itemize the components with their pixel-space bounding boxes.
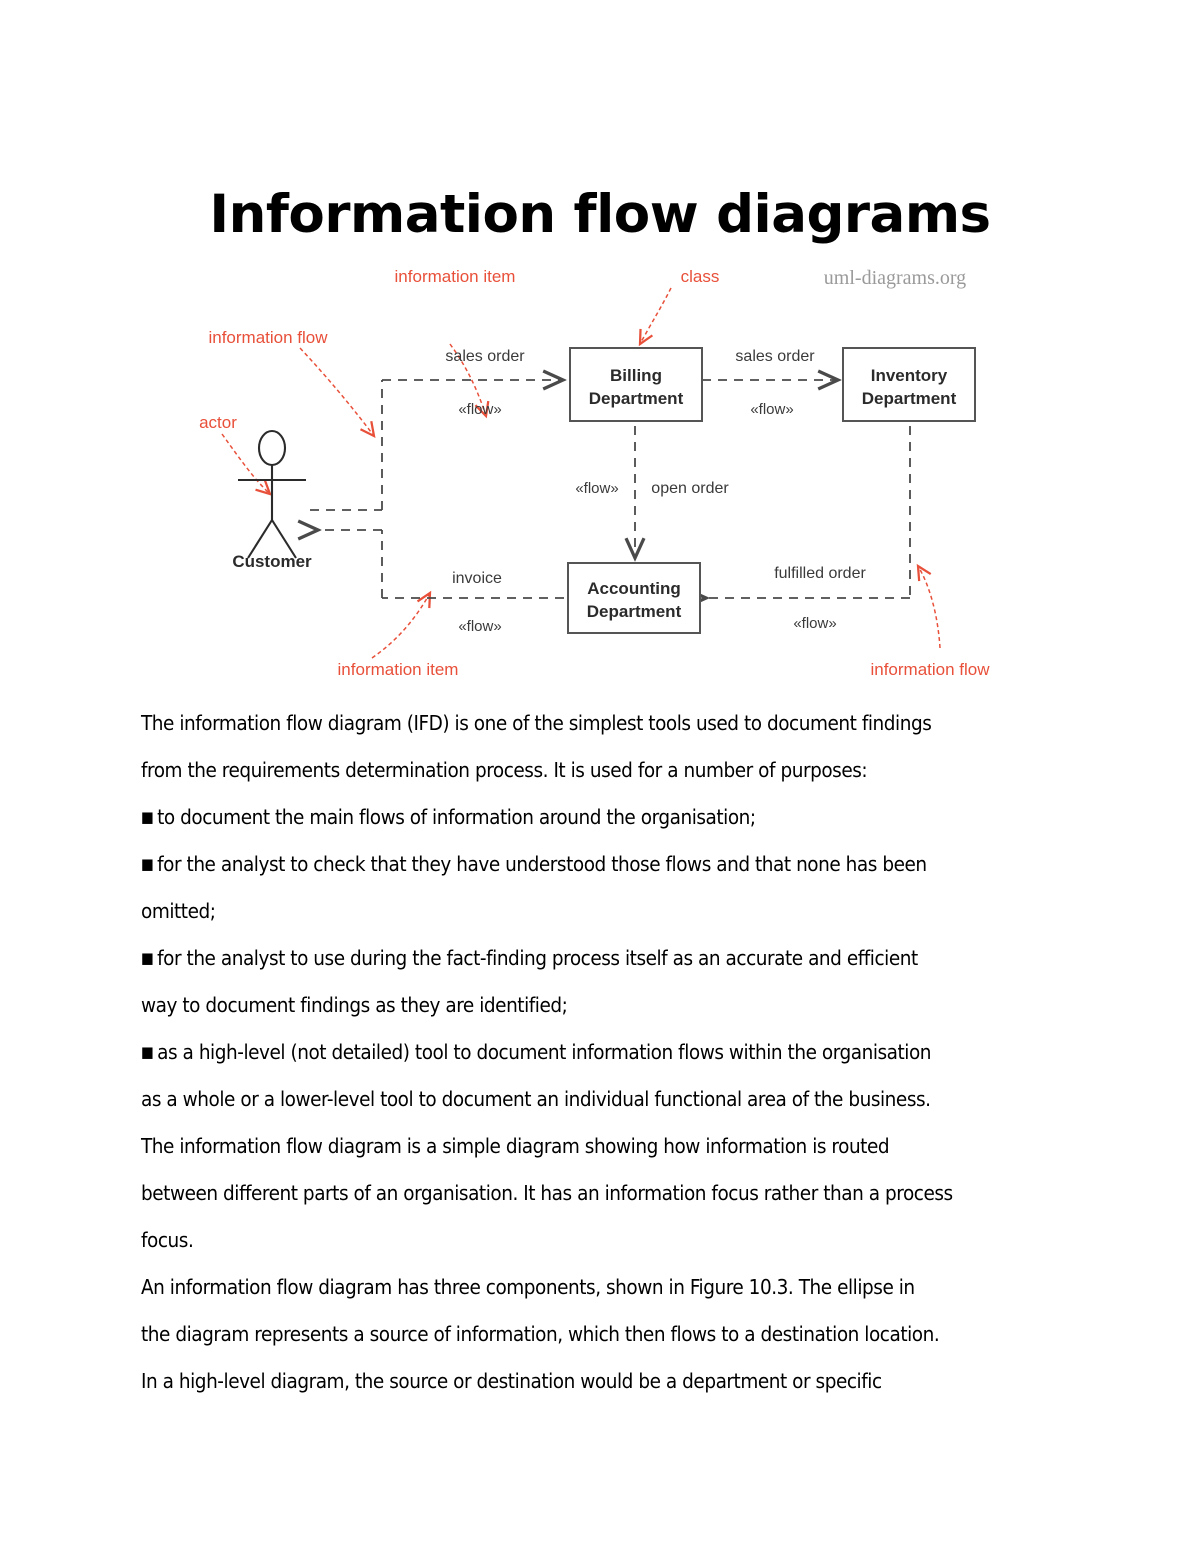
- information-flow-diagram-figure: Billing Department Inventory Department …: [150, 248, 1050, 688]
- flow-label-invoice: invoice: [452, 570, 502, 587]
- flow-label-open-order: open order: [651, 480, 729, 497]
- annotation-actor: actor: [199, 413, 237, 432]
- actor-customer: [238, 429, 306, 559]
- annotation-leaders: [221, 287, 941, 659]
- flow-label-sales-order-inventory: sales order: [735, 348, 815, 365]
- flow-label-sales-order-billing: sales order: [445, 348, 525, 365]
- leader-class: [638, 287, 672, 347]
- leader-information-item-bottom: [371, 590, 432, 659]
- leader-actor: [221, 433, 272, 496]
- flow-stereotype-sales-order-billing: «flow»: [458, 401, 501, 418]
- paragraph-line: the diagram represents a source of infor…: [141, 1322, 940, 1346]
- bullet-item: for the analyst to use during the fact-f…: [141, 935, 1031, 982]
- body-content: The information flow diagram (IFD) is on…: [141, 700, 1031, 1405]
- class-box-inventory: [842, 347, 976, 422]
- paragraph-line: between different parts of an organisati…: [141, 1181, 953, 1205]
- actor-leg-left: [247, 519, 273, 559]
- page-title: Information flow diagrams: [209, 183, 991, 245]
- flow-stereotype-open-order: «flow»: [575, 480, 618, 497]
- bullet-item: as a high-level (not detailed) tool to d…: [141, 1029, 1031, 1076]
- leader-information-flow-left: [299, 347, 376, 439]
- leader-information-flow-right: [916, 563, 941, 649]
- paragraph-line: The information flow diagram (IFD) is on…: [141, 711, 932, 735]
- paragraph-line: An information flow diagram has three co…: [141, 1275, 915, 1299]
- actor-head: [257, 429, 287, 467]
- flow-connectors: [310, 380, 911, 598]
- flow-label-fulfilled-order: fulfilled order: [774, 565, 866, 582]
- billing-label-line1: Billing: [610, 366, 662, 385]
- watermark: uml-diagrams.org: [824, 267, 966, 289]
- annotation-information-item-top: information item: [395, 267, 516, 286]
- annotation-information-flow-right: information flow: [870, 660, 990, 679]
- class-box-billing: [569, 347, 703, 422]
- paragraph-line: from the requirements determination proc…: [141, 758, 868, 782]
- accounting-label-line2: Department: [587, 602, 682, 621]
- inventory-label-line2: Department: [862, 389, 957, 408]
- paragraph-line: way to document findings as they are ide…: [141, 993, 568, 1017]
- accounting-label-line1: Accounting: [587, 579, 681, 598]
- annotation-class: class: [681, 267, 720, 286]
- paragraph-line: focus.: [141, 1228, 194, 1252]
- class-box-accounting: [567, 562, 701, 634]
- actor-leg-right: [271, 519, 297, 559]
- customer-label: Customer: [232, 552, 312, 571]
- leader-information-item-top: [449, 343, 490, 419]
- flow-stereotype-sales-order-inventory: «flow»: [750, 401, 793, 418]
- annotation-information-item-bottom: information item: [338, 660, 459, 679]
- paragraph-line: In a high-level diagram, the source or d…: [141, 1369, 882, 1393]
- bullet-item: to document the main flows of informatio…: [141, 794, 1031, 841]
- paragraph-line: The information flow diagram is a simple…: [141, 1134, 890, 1158]
- paragraph-line: as a whole or a lower-level tool to docu…: [141, 1087, 931, 1111]
- annotation-information-flow-left: information flow: [208, 328, 328, 347]
- bullet-item: for the analyst to check that they have …: [141, 841, 1031, 888]
- paragraph-line: omitted;: [141, 899, 216, 923]
- flow-stereotype-fulfilled-order: «flow»: [793, 615, 836, 632]
- inventory-label-line1: Inventory: [871, 366, 948, 385]
- billing-label-line2: Department: [589, 389, 684, 408]
- flow-stereotype-invoice: «flow»: [458, 618, 501, 635]
